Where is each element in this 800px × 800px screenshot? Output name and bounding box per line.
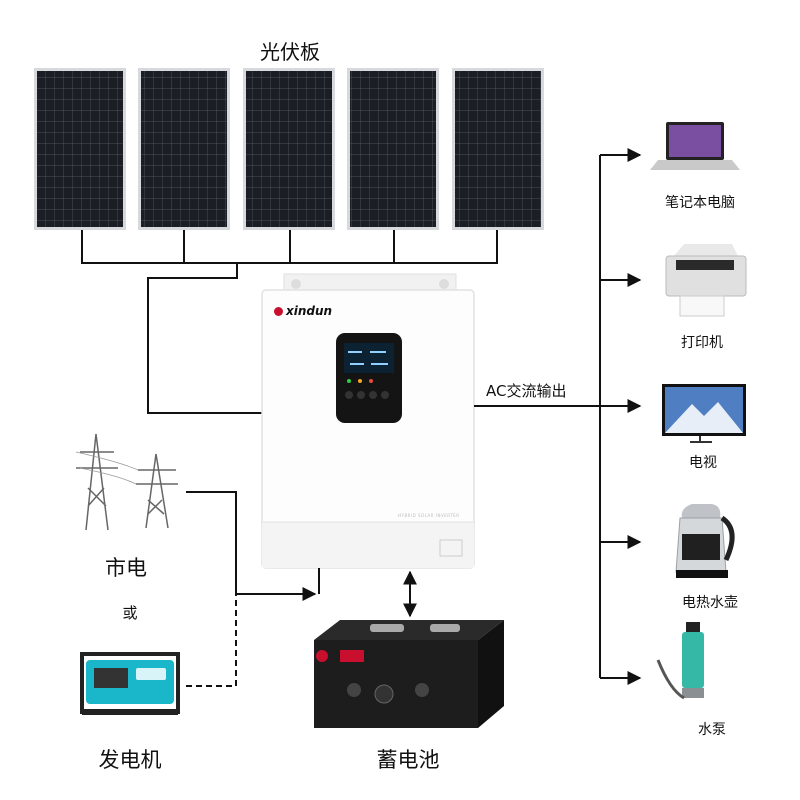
inverter-model-text: HYBRID SOLAR INVERTER <box>398 513 460 518</box>
load-label-kettle: 电热水壶 <box>682 595 738 611</box>
inverter-brand-text: xindun <box>286 304 333 318</box>
down-button[interactable] <box>369 391 377 399</box>
up-button[interactable] <box>357 391 365 399</box>
panel-wiring <box>81 230 498 414</box>
solar-panel <box>138 68 230 230</box>
ac-output-label: AC交流输出 <box>486 382 567 400</box>
inverter-brand-logo: xindun <box>274 304 332 318</box>
grid-label: 市电 <box>105 556 147 580</box>
battery-label: 蓄电池 <box>376 748 440 772</box>
load-label-tv: 电视 <box>689 455 717 471</box>
inverter <box>261 273 475 569</box>
load-label-water-pump: 水泵 <box>698 722 726 738</box>
generator-icon <box>80 652 180 715</box>
ac-output-lines <box>474 148 642 685</box>
kettle-icon <box>675 504 735 578</box>
or-label: 或 <box>122 604 138 622</box>
solar-panel <box>347 68 439 230</box>
brand-dot-icon <box>274 307 283 316</box>
tv-icon <box>662 384 746 443</box>
menu-button[interactable] <box>345 391 353 399</box>
lcd-screen <box>344 343 394 373</box>
laptop-icon <box>650 122 740 170</box>
enter-button[interactable] <box>381 391 389 399</box>
solar-panels-title: 光伏板 <box>260 40 320 64</box>
solar-panels <box>34 68 544 230</box>
battery-icon <box>314 620 504 728</box>
solar-panel <box>34 68 126 230</box>
load-label-laptop: 笔记本电脑 <box>665 195 735 211</box>
printer-icon <box>665 244 747 317</box>
power-tower-icon <box>75 433 178 531</box>
ce-mark <box>439 539 463 557</box>
load-label-printer: 打印机 <box>681 335 723 351</box>
solar-panel <box>243 68 335 230</box>
water-pump-icon <box>656 622 704 700</box>
solar-panel <box>452 68 544 230</box>
source-wiring <box>186 491 320 687</box>
generator-label: 发电机 <box>98 748 162 772</box>
